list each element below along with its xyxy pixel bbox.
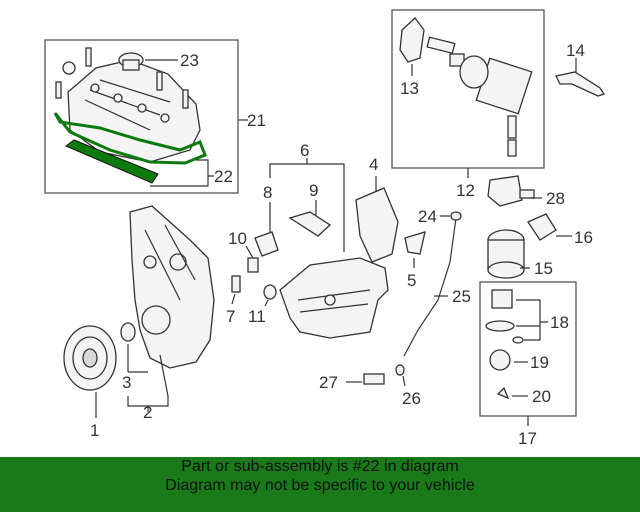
callout-11: 11 xyxy=(248,307,266,326)
drain-plug xyxy=(496,386,510,400)
callout-26: 26 xyxy=(402,389,421,408)
drain-bolt xyxy=(231,275,241,293)
dipstick-tube xyxy=(403,217,457,357)
valve-cover xyxy=(67,59,201,163)
oil-level-sensor xyxy=(247,257,259,273)
callout-15: 15 xyxy=(534,259,553,278)
callout-3: 3 xyxy=(122,373,131,392)
bolt xyxy=(85,47,92,67)
o-ring-small xyxy=(512,336,524,344)
oil-pressure-switch xyxy=(363,373,385,385)
info-banner: Part or sub-assembly is #22 in diagram D… xyxy=(0,457,640,512)
oil-pump-drive xyxy=(399,17,425,63)
timing-chain-cover xyxy=(355,187,399,263)
bolt xyxy=(182,89,189,109)
callout-21: 21 xyxy=(247,111,266,130)
callout-24: 24 xyxy=(418,207,437,226)
oil-filter-element xyxy=(491,289,513,309)
parts-diagram: 23 22 21 1 3 2 6 8 9 10 7 11 xyxy=(44,9,606,448)
gasket xyxy=(527,213,557,241)
callout-23: 23 xyxy=(180,51,199,70)
spark-plug-tube-gasket xyxy=(65,139,159,184)
callout-1: 1 xyxy=(90,421,99,440)
callout-13: 13 xyxy=(400,79,419,98)
oil-cooler-adapter xyxy=(487,175,523,207)
dipstick-handle xyxy=(450,211,462,221)
callout-8: 8 xyxy=(263,183,272,202)
callout-17: 17 xyxy=(518,429,537,448)
callout-7: 7 xyxy=(226,307,235,326)
callout-10: 10 xyxy=(228,229,247,248)
callout-5: 5 xyxy=(407,271,416,290)
callout-12: 12 xyxy=(456,181,475,200)
callout-20: 20 xyxy=(532,387,551,406)
callout-18: 18 xyxy=(550,313,569,332)
o-ring xyxy=(395,364,405,376)
banner-line-1: Part or sub-assembly is #22 in diagram xyxy=(181,458,459,475)
drain-washer xyxy=(263,284,277,300)
oil-filter-cap xyxy=(489,349,511,371)
oil-baffle-upper xyxy=(288,211,332,237)
o-ring-large xyxy=(485,320,515,332)
oil-baffle xyxy=(254,231,279,257)
callout-6: 6 xyxy=(300,141,309,160)
bolt xyxy=(156,71,163,91)
front-oil-seal xyxy=(120,322,136,342)
callout-2: 2 xyxy=(143,403,152,422)
callout-28: 28 xyxy=(546,189,565,208)
banner-line-2: Diagram may not be specific to your vehi… xyxy=(165,477,475,494)
callout-4: 4 xyxy=(369,155,378,174)
grommet xyxy=(62,61,76,75)
timing-cover xyxy=(129,205,215,369)
oil-pipe-bracket xyxy=(555,71,606,97)
valve-cover-gasket xyxy=(53,112,207,165)
callout-9: 9 xyxy=(309,181,318,200)
callout-16: 16 xyxy=(574,228,593,247)
bolt xyxy=(55,81,62,99)
callout-25: 25 xyxy=(452,287,471,306)
valve-cover-group-box xyxy=(44,39,239,194)
callout-22: 22 xyxy=(214,167,233,186)
callout-19: 19 xyxy=(530,353,549,372)
chain-tensioner xyxy=(404,231,426,255)
callout-27: 27 xyxy=(319,373,338,392)
callout-14: 14 xyxy=(566,41,585,60)
